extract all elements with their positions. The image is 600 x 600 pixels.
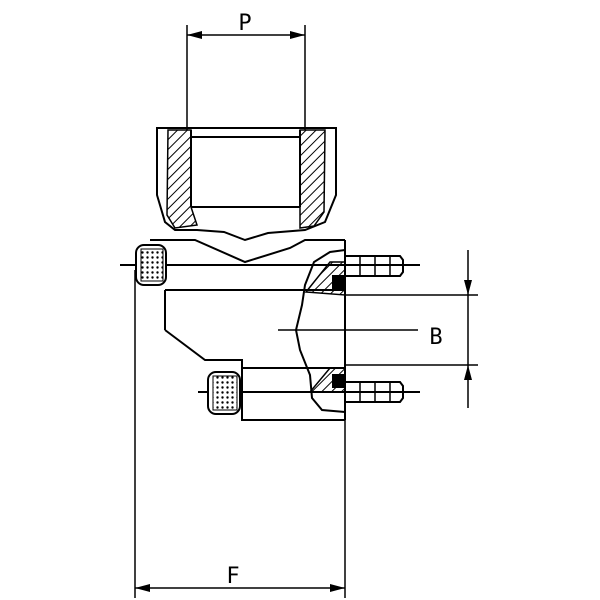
dimension-f-label: F <box>226 564 239 589</box>
dimension-f: F <box>134 270 346 598</box>
upper-insert <box>304 261 346 296</box>
dimension-b: B <box>278 250 478 408</box>
dimension-b-label: B <box>429 325 442 350</box>
dimension-p: P <box>186 11 306 130</box>
lower-screw <box>198 371 420 415</box>
dimension-p-label: P <box>238 11 251 36</box>
upper-socket <box>156 127 337 242</box>
lower-insert <box>308 367 346 393</box>
upper-screw <box>120 244 420 286</box>
